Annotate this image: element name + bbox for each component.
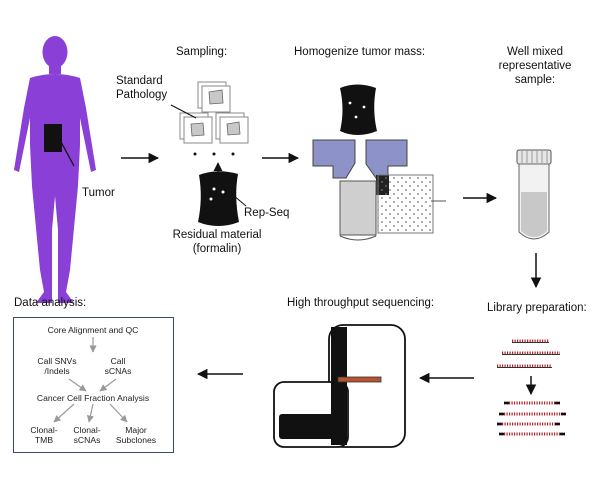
flow-call-scnas: Call sCNAs bbox=[104, 356, 132, 376]
sampling-label: Sampling: bbox=[176, 46, 228, 58]
flow-call-snvs: Call SNVs /Indels bbox=[37, 356, 77, 376]
standard-pathology-label: Standard Pathology bbox=[116, 75, 168, 101]
flow-clonal-scnas: Clonal- sCNAs bbox=[73, 425, 101, 445]
sample-tube bbox=[516, 149, 552, 240]
homogenizer bbox=[312, 84, 446, 241]
human-body-silhouette bbox=[14, 36, 96, 303]
flow-clonal-tmb: Clonal- TMB bbox=[30, 425, 58, 445]
rep-seq-label: Rep-Seq bbox=[244, 207, 290, 219]
flow-ccf-analysis: Cancer Cell Fraction Analysis bbox=[36, 393, 150, 403]
ellipsis-dots bbox=[193, 152, 235, 156]
homogenize-label: Homogenize tumor mass: bbox=[294, 46, 426, 58]
flow-core-alignment: Core Alignment and QC bbox=[47, 325, 139, 335]
data-analysis-box bbox=[13, 317, 174, 453]
well-mixed-label: Well mixed representative sample: bbox=[498, 46, 572, 86]
flow-major-subclones: Major Subclones bbox=[115, 425, 157, 445]
tumor-label: Tumor bbox=[82, 187, 115, 199]
pathology-pointer bbox=[170, 104, 197, 119]
sequencer bbox=[273, 324, 406, 448]
residual-tumor-block bbox=[198, 171, 239, 226]
tumor-block bbox=[44, 124, 62, 152]
library-prep-label: Library preparation: bbox=[487, 302, 587, 314]
sequencing-label: High throughput sequencing: bbox=[287, 297, 435, 309]
residual-material-label: Residual material (formalin) bbox=[172, 229, 262, 255]
rep-seq-pointer bbox=[232, 194, 247, 207]
data-analysis-label: Data analysis: bbox=[14, 297, 87, 309]
dna-fragments bbox=[497, 339, 566, 436]
tumor-pointer bbox=[59, 139, 75, 167]
